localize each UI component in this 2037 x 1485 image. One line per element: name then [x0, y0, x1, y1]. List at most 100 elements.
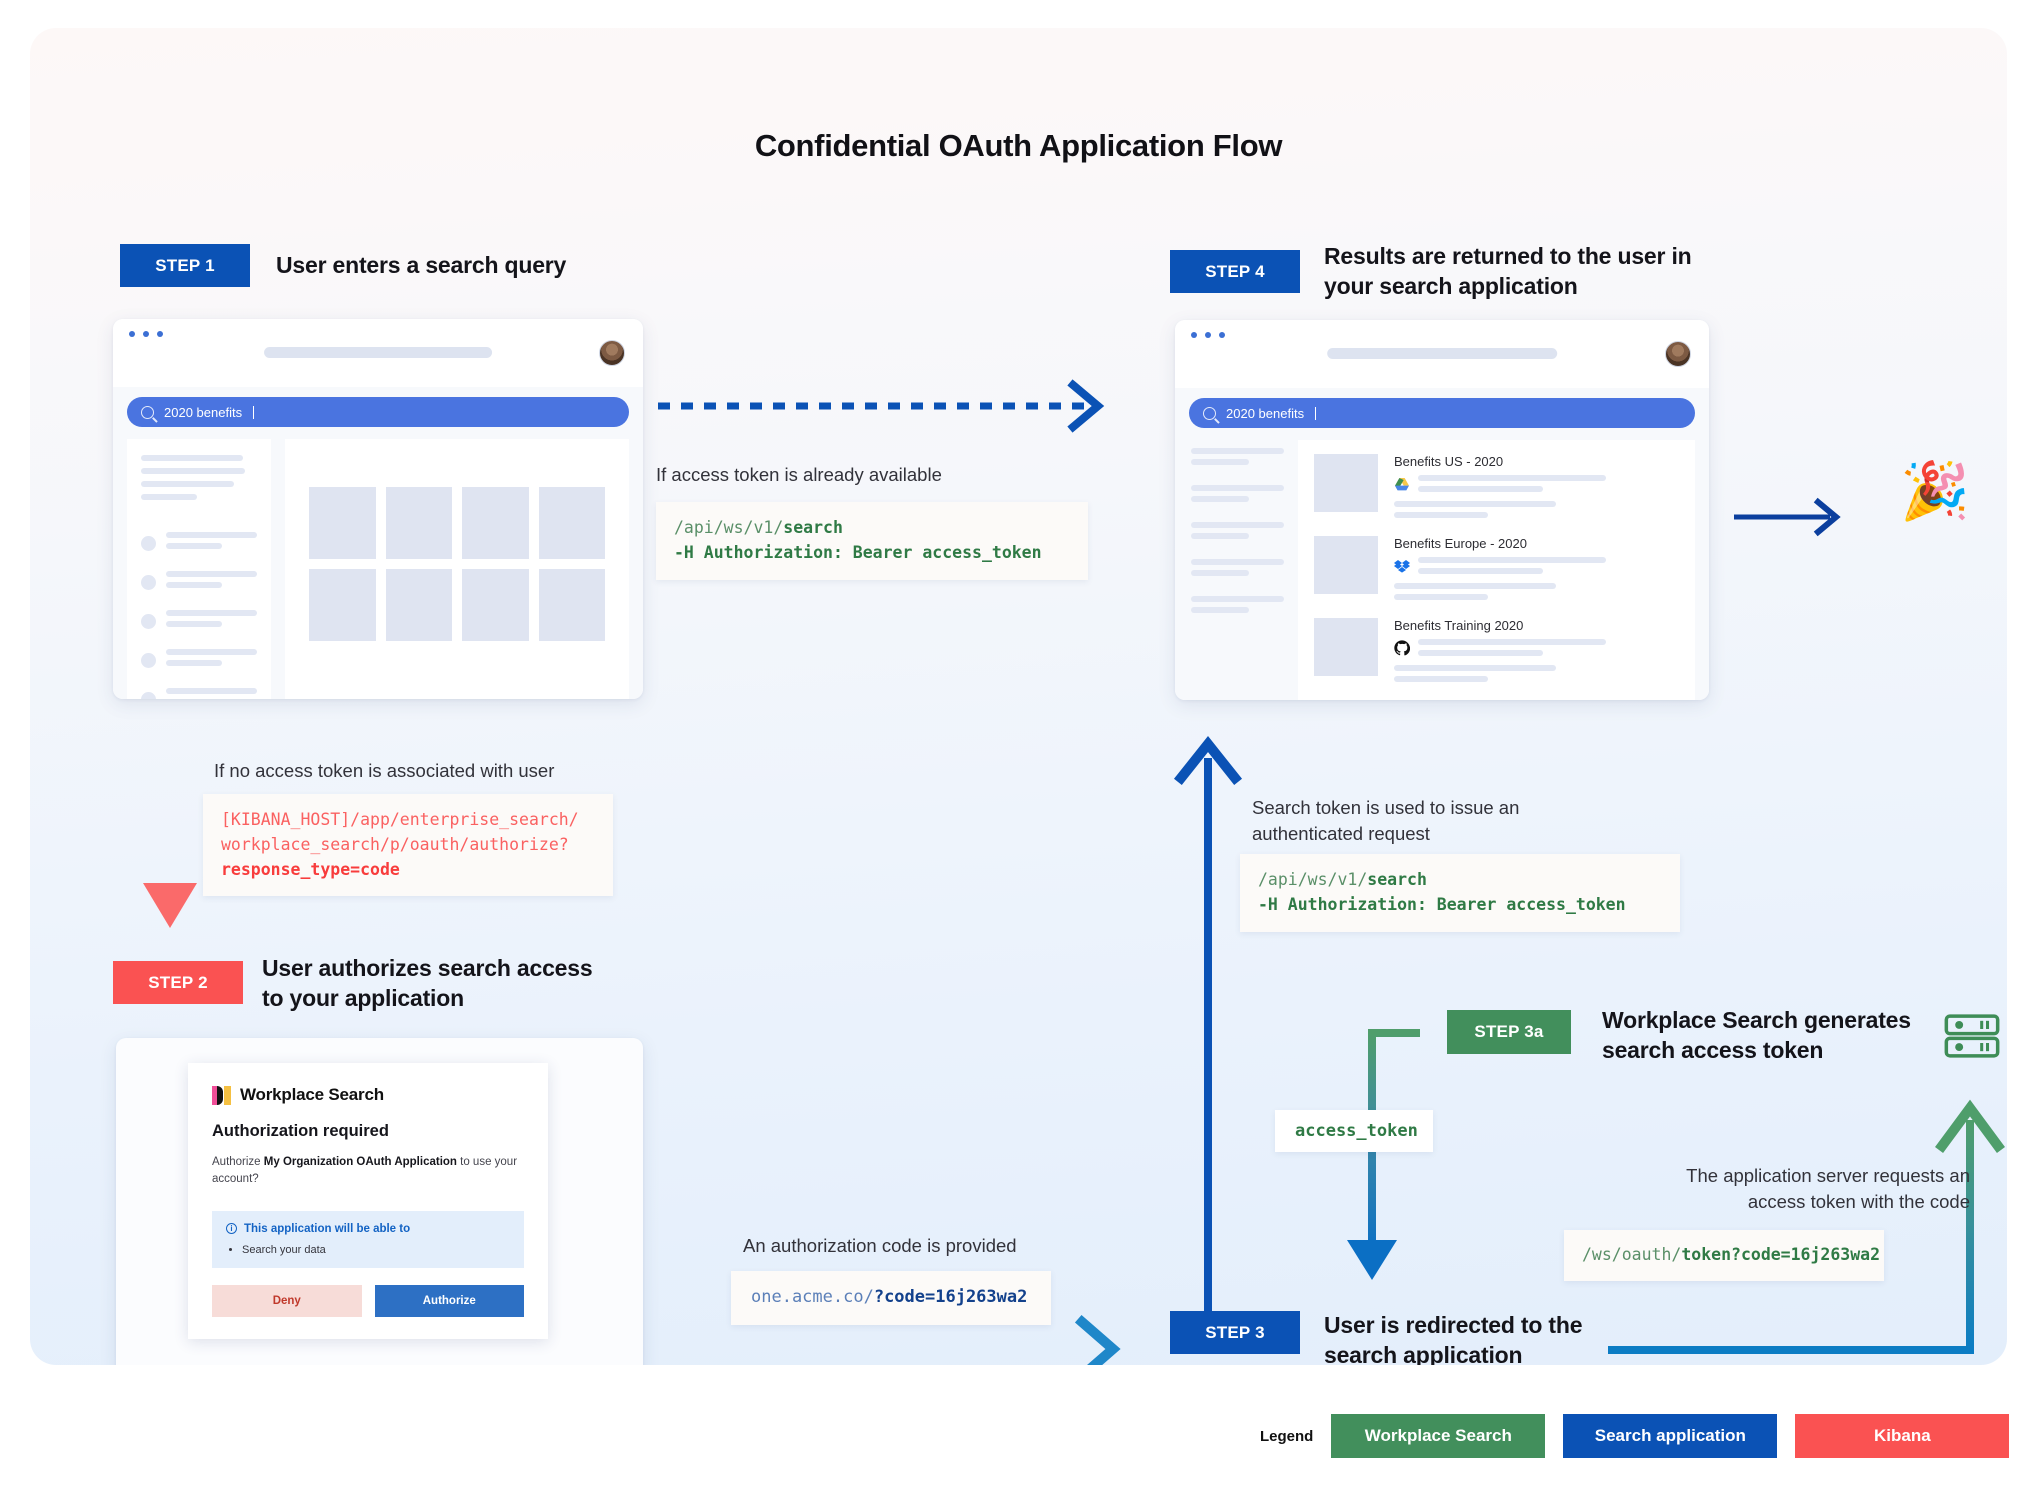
step-3a-pill: STEP 3a — [1447, 1010, 1571, 1054]
note-auth-code: An authorization code is provided — [743, 1235, 1017, 1256]
result-tile[interactable] — [309, 487, 376, 559]
code-token-request: /ws/oauth/token?code=16j263wa2 — [1564, 1230, 1884, 1281]
permissions-callout: i This application will be able to Searc… — [212, 1210, 524, 1268]
list-item[interactable]: Benefits Europe - 2020 — [1314, 536, 1679, 600]
facet-group — [1191, 522, 1284, 539]
code-access-token: access_token — [1275, 1110, 1433, 1152]
search-input[interactable]: 2020 benefits — [1189, 398, 1695, 428]
page-title: Confidential OAuth Application Flow — [754, 128, 1283, 163]
search-app-window-step4[interactable]: 2020 benefits Benefits US - 2020 — [1175, 320, 1709, 700]
product-name: Workplace Search — [240, 1085, 384, 1104]
facet-group — [1191, 559, 1284, 576]
step-1-pill: STEP 1 — [120, 244, 250, 287]
deny-button[interactable]: Deny — [212, 1284, 362, 1317]
legend-chip-kibana: Kibana — [1795, 1414, 2010, 1458]
celebration-icon: 🎉 — [1900, 459, 1970, 522]
search-query-text: 2020 benefits — [164, 404, 243, 420]
magnifier-icon — [1203, 406, 1216, 420]
facets-pane — [1189, 440, 1284, 700]
search-input[interactable]: 2020 benefits — [127, 397, 629, 427]
results-grid — [309, 487, 605, 641]
note-search-token-used: Search token is used to issue an authent… — [1252, 797, 1520, 844]
callout-title: i This application will be able to — [226, 1223, 510, 1235]
result-thumbnail — [1314, 618, 1378, 676]
legend-chip-workplace-search: Workplace Search — [1331, 1414, 1546, 1458]
results-list: Benefits US - 2020 — [1298, 440, 1695, 700]
dropbox-icon — [1394, 560, 1410, 573]
result-title: Benefits US - 2020 — [1394, 454, 1504, 469]
step-3-label: User is redirected to the search applica… — [1324, 1312, 1583, 1365]
url-bar-placeholder[interactable] — [1327, 348, 1557, 359]
arrow-access-token — [1347, 1029, 1420, 1280]
content-panes: Benefits US - 2020 — [1189, 440, 1695, 700]
diagram-canvas: Confidential OAuth Application Flow — [30, 28, 2007, 1365]
window-dots-icon — [1191, 332, 1225, 338]
arrow-token-available — [658, 379, 1105, 433]
result-title: Benefits Europe - 2020 — [1394, 536, 1527, 551]
authorization-window: Workplace Search Authorization required … — [116, 1038, 643, 1365]
legend: Legend Workplace Search Search applicati… — [1260, 1414, 2010, 1458]
user-avatar[interactable] — [1665, 341, 1691, 367]
authorization-dialog: Workplace Search Authorization required … — [188, 1063, 548, 1339]
window-topbar — [113, 319, 643, 387]
result-tile[interactable] — [462, 569, 529, 641]
permission-item: Search your data — [242, 1244, 510, 1256]
note-server-requests-token: The application server requests an acces… — [1686, 1165, 1970, 1212]
list-item — [141, 649, 257, 671]
window-topbar — [1175, 320, 1709, 388]
info-icon: i — [226, 1223, 237, 1234]
server-icon — [1944, 1014, 2000, 1058]
step-3a-label: Workplace Search generates search access… — [1602, 1007, 1911, 1064]
result-tile[interactable] — [385, 569, 452, 641]
window-body: 2020 benefits Benefits US - 2020 — [1175, 388, 1709, 700]
arrow-auth-code — [685, 1314, 1121, 1365]
note-no-token: If no access token is associated with us… — [214, 760, 555, 781]
window-body: 2020 benefits — [113, 387, 643, 699]
list-item — [141, 610, 257, 632]
facets-pane — [127, 439, 271, 699]
code-kibana-authorize: [KIBANA_HOST]/app/enterprise_search/ wor… — [203, 794, 613, 897]
result-tile[interactable] — [538, 569, 605, 641]
arrow-authenticated-request — [1173, 735, 1243, 1328]
step-4-label: Results are returned to the user in your… — [1324, 243, 1692, 300]
github-icon — [1394, 640, 1410, 656]
google-drive-icon — [1395, 478, 1409, 491]
list-item — [141, 688, 257, 699]
result-tile[interactable] — [462, 487, 529, 559]
code-search-request-1: /api/ws/v1/search -H Authorization: Bear… — [656, 502, 1088, 580]
step-4-pill: STEP 4 — [1170, 250, 1300, 293]
results-grid-pane — [285, 439, 629, 699]
result-tile[interactable] — [538, 487, 605, 559]
search-query-text: 2020 benefits — [1226, 405, 1305, 421]
magnifier-icon — [141, 405, 154, 419]
result-title: Benefits Training 2020 — [1394, 618, 1524, 633]
content-panes — [127, 439, 629, 699]
result-thumbnail — [1314, 454, 1378, 512]
list-item[interactable]: Benefits US - 2020 — [1314, 454, 1679, 518]
result-thumbnail — [1314, 536, 1378, 594]
user-avatar[interactable] — [599, 340, 625, 366]
search-app-window-step1[interactable]: 2020 benefits — [113, 319, 643, 699]
dialog-body: Authorize My Organization OAuth Applicat… — [212, 1156, 518, 1186]
step-2-pill: STEP 2 — [113, 961, 243, 1004]
list-item — [141, 571, 257, 593]
list-item[interactable]: Benefits Training 2020 — [1314, 618, 1679, 682]
authorize-button[interactable]: Authorize — [374, 1284, 524, 1317]
arrow-to-celebration — [1734, 497, 1841, 537]
facet-group — [1191, 596, 1284, 613]
note-token-available: If access token is already available — [656, 464, 942, 485]
workplace-search-logo: Workplace Search — [212, 1085, 524, 1105]
step-3-pill: STEP 3 — [1170, 1311, 1300, 1354]
window-dots-icon — [129, 331, 163, 337]
arrow-no-token — [143, 713, 197, 928]
result-tile[interactable] — [309, 569, 376, 641]
dialog-heading: Authorization required — [212, 1122, 389, 1140]
result-tile[interactable] — [385, 487, 452, 559]
url-bar-placeholder[interactable] — [264, 347, 492, 358]
code-redirect-with-code: one.acme.co/?code=16j263wa2 — [731, 1271, 1051, 1325]
facet-group — [1191, 485, 1284, 502]
legend-label: Legend — [1260, 1427, 1314, 1445]
facet-group — [1191, 448, 1284, 465]
arrow-token-request — [1608, 1099, 2005, 1354]
legend-chip-search-application: Search application — [1563, 1414, 1778, 1458]
